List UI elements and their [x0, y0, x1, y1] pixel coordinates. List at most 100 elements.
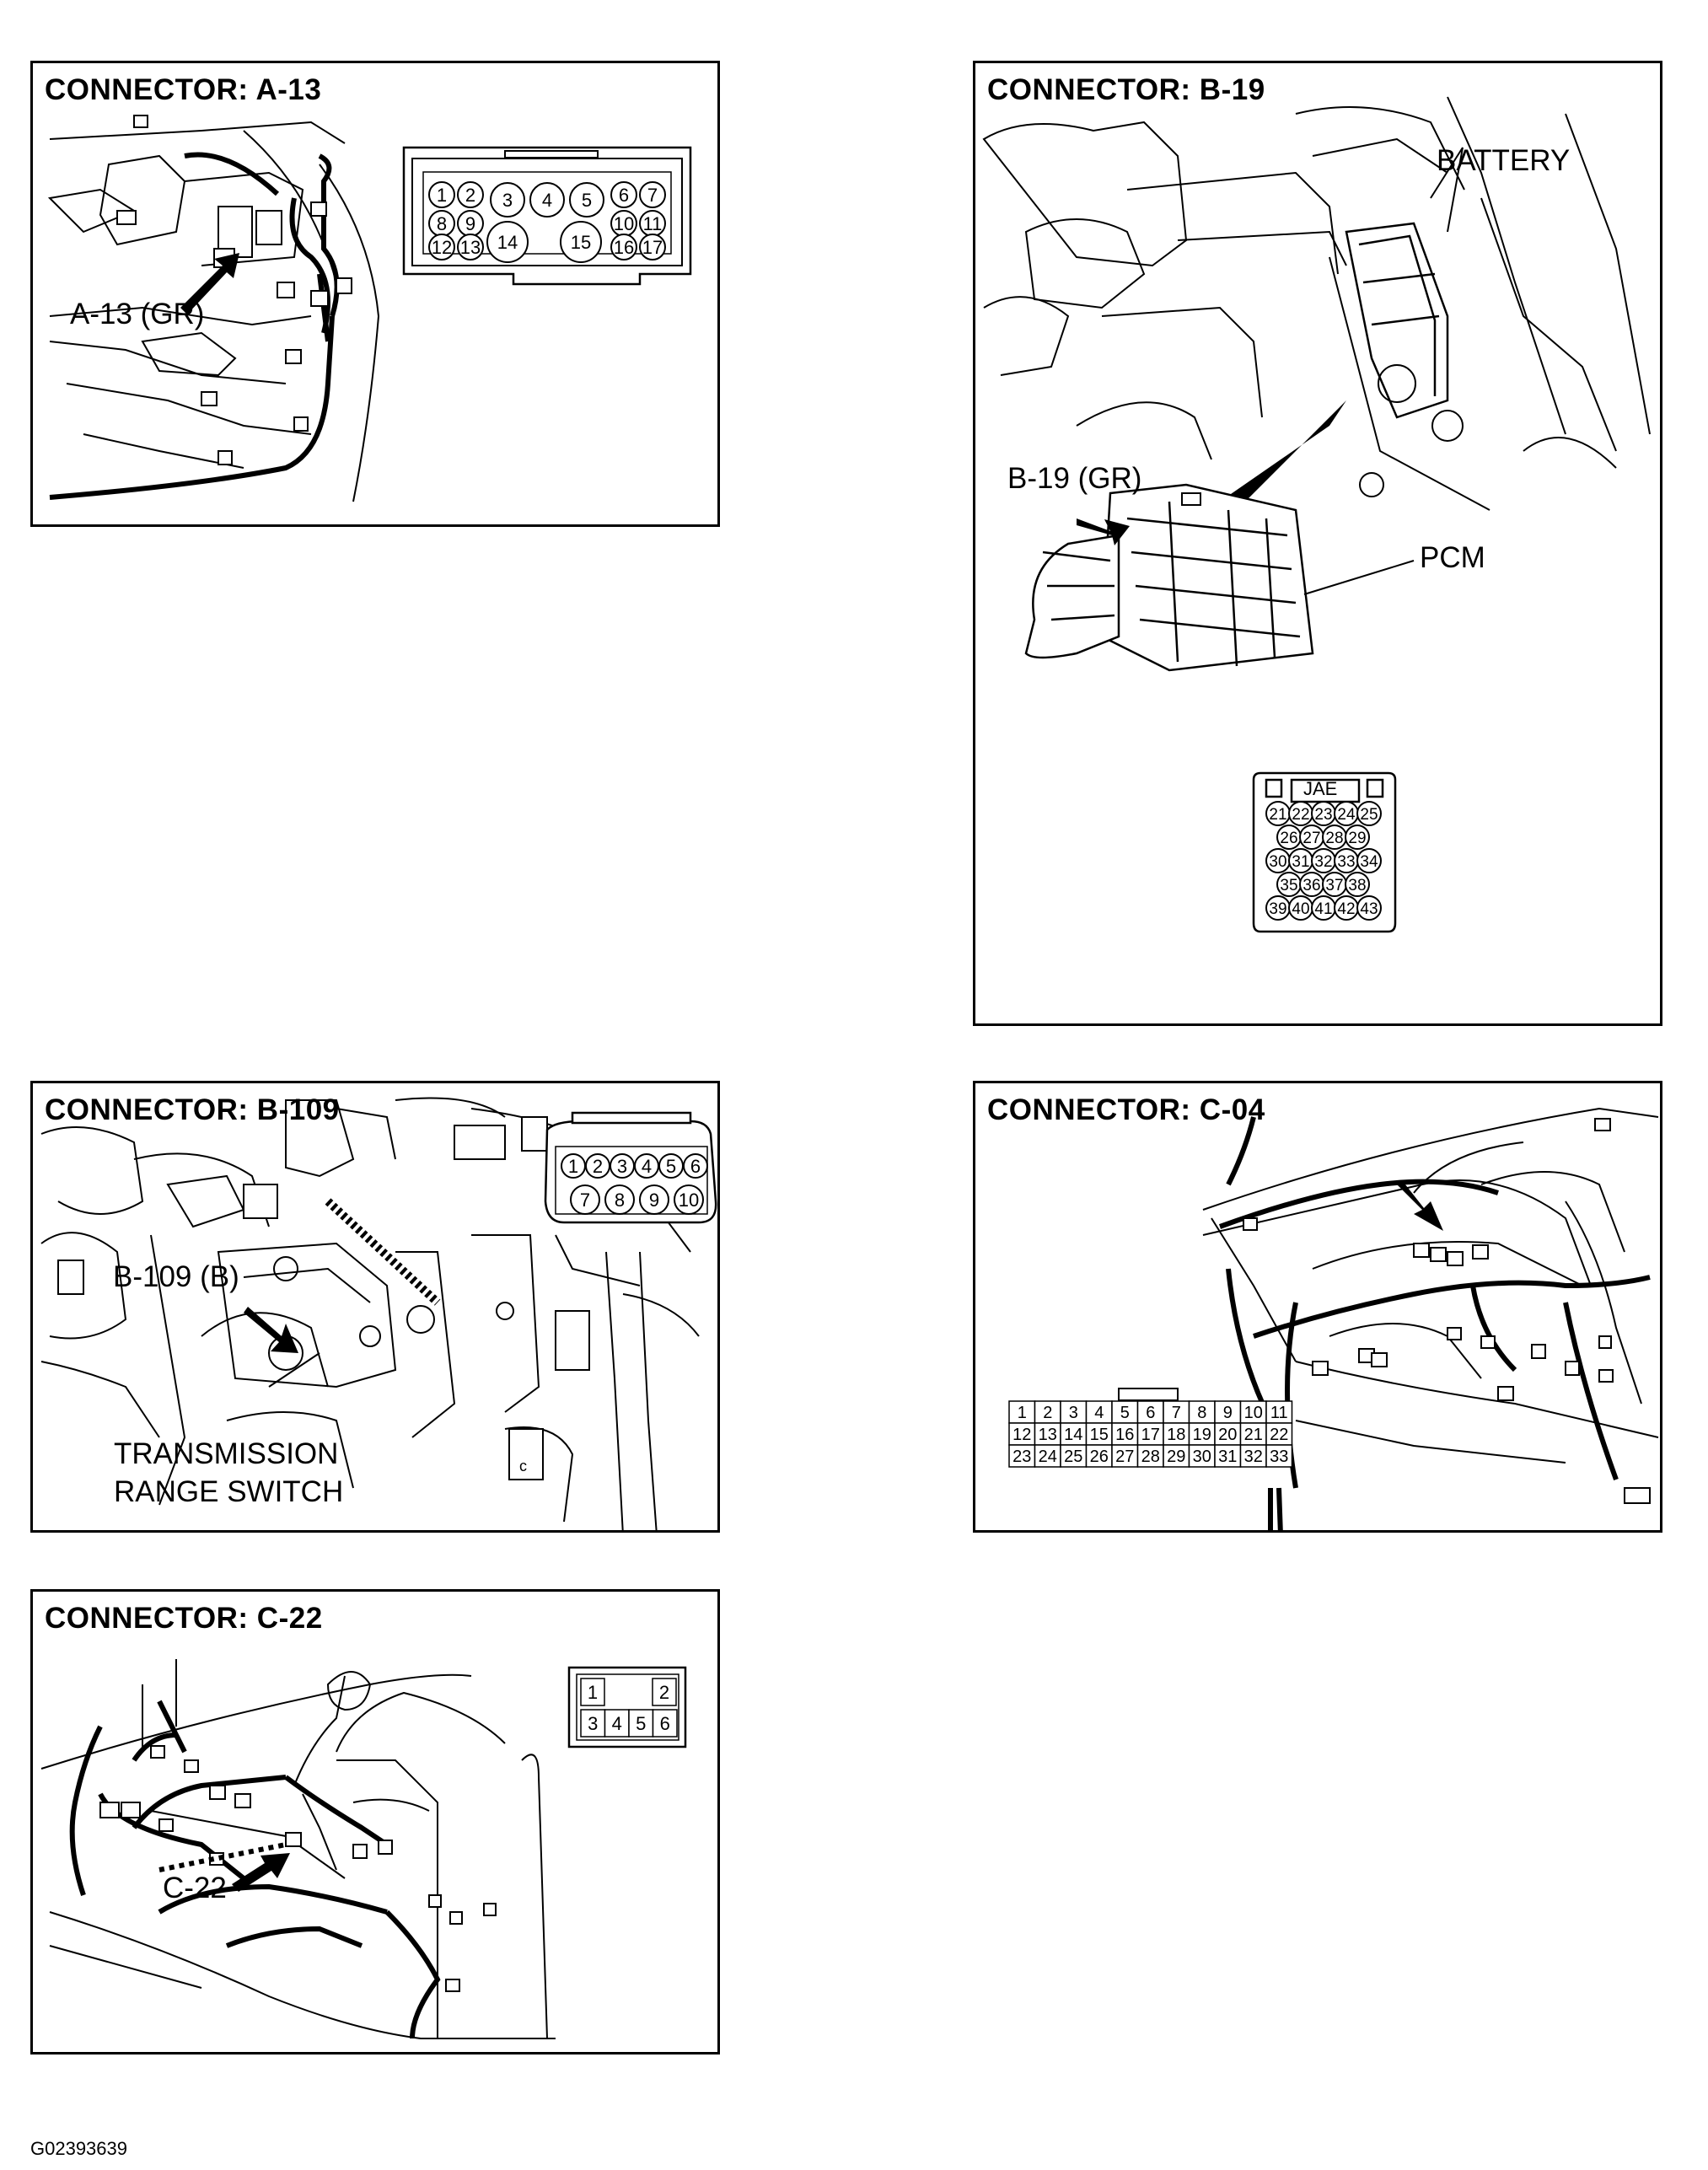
connector-pin: 33	[1334, 848, 1359, 873]
connector-pin: 2	[585, 1153, 610, 1179]
connector-pin: 3	[610, 1153, 635, 1179]
connector-pin: 22	[1265, 1422, 1293, 1446]
svg-text:1: 1	[588, 1682, 598, 1703]
connector-pin: 11	[639, 210, 666, 237]
svg-text:16: 16	[614, 237, 634, 258]
connector-pin: 7	[570, 1184, 600, 1215]
connector-pin: 17	[1136, 1422, 1164, 1446]
location-arrow	[1077, 518, 1130, 545]
connector-pin: 27	[1299, 824, 1324, 850]
connector-maker-label: JAE	[1303, 778, 1338, 799]
connector-pin: 1	[428, 181, 455, 208]
connector-pin: 29	[1163, 1444, 1190, 1468]
connector-pin: 9	[1214, 1400, 1242, 1424]
svg-text:26: 26	[1280, 830, 1297, 847]
connector-pin: 27	[1111, 1444, 1139, 1468]
connector-pin: 31	[1288, 848, 1313, 873]
connector-pin: 24	[1334, 801, 1359, 826]
svg-text:27: 27	[1115, 1448, 1134, 1466]
connector-pin: 9	[639, 1184, 669, 1215]
connector-pin: 9	[457, 210, 484, 237]
panel-connector-a13: CONNECTOR: A-13	[30, 61, 720, 527]
panel-title: CONNECTOR: B-109	[45, 1093, 340, 1126]
svg-text:29: 29	[1348, 830, 1366, 847]
panel-connector-c22: CONNECTOR: C-22	[30, 1589, 720, 2055]
pcm-label: PCM	[1420, 541, 1485, 574]
location-label: A-13 (GR)	[70, 298, 205, 330]
connector-pin: 29	[1345, 824, 1370, 850]
svg-text:15: 15	[571, 232, 591, 253]
connector-pin: 25	[1356, 801, 1382, 826]
connector-pin: 5	[658, 1153, 684, 1179]
connector-pin: 41	[1311, 895, 1336, 921]
connector-pin: 1	[580, 1678, 605, 1706]
svg-text:9: 9	[1223, 1404, 1233, 1422]
svg-text:5: 5	[666, 1156, 676, 1177]
svg-text:23: 23	[1314, 806, 1332, 824]
svg-text:14: 14	[497, 232, 518, 253]
connector-pin: 19	[1188, 1422, 1216, 1446]
connector-pin: 20	[1214, 1422, 1242, 1446]
svg-text:32: 32	[1314, 853, 1332, 871]
svg-text:9: 9	[465, 213, 475, 234]
svg-text:6: 6	[619, 185, 629, 206]
svg-text:40: 40	[1292, 900, 1309, 918]
svg-text:17: 17	[1141, 1426, 1160, 1444]
connector-pin: 16	[610, 234, 637, 261]
svg-text:7: 7	[580, 1190, 590, 1211]
connector-pin: 37	[1322, 872, 1347, 897]
svg-text:26: 26	[1090, 1448, 1109, 1466]
connector-pin: 10	[610, 210, 637, 237]
connector-pin: 6	[683, 1153, 708, 1179]
switch-label-line2: RANGE SWITCH	[114, 1475, 344, 1508]
svg-text:10: 10	[679, 1190, 699, 1211]
svg-text:1: 1	[1018, 1404, 1027, 1422]
svg-text:2: 2	[1043, 1404, 1052, 1422]
svg-text:8: 8	[437, 213, 447, 234]
svg-text:32: 32	[1244, 1448, 1263, 1466]
connector-pin: 3	[580, 1709, 606, 1738]
connector-pin: 13	[1034, 1422, 1061, 1446]
svg-text:29: 29	[1167, 1448, 1185, 1466]
svg-text:43: 43	[1360, 900, 1378, 918]
svg-text:35: 35	[1280, 877, 1297, 894]
connector-pin: 6	[1136, 1400, 1164, 1424]
connector-pin: 2	[652, 1678, 677, 1706]
svg-text:24: 24	[1039, 1448, 1057, 1466]
connector-pin: 3	[490, 182, 525, 218]
c04-connector-face	[1118, 1388, 1179, 1401]
connector-pin: 5	[569, 182, 604, 218]
connector-pin: 30	[1265, 848, 1291, 873]
connector-pin: 40	[1288, 895, 1313, 921]
svg-text:12: 12	[432, 237, 452, 258]
connector-pin: 6	[652, 1709, 678, 1738]
connector-pin: 28	[1322, 824, 1347, 850]
svg-text:5: 5	[1120, 1404, 1130, 1422]
panel-title: CONNECTOR: B-19	[987, 73, 1265, 106]
connector-pin: 1	[561, 1153, 586, 1179]
svg-text:11: 11	[1270, 1404, 1288, 1422]
svg-text:31: 31	[1292, 853, 1309, 871]
svg-text:33: 33	[1270, 1448, 1288, 1466]
svg-text:2: 2	[465, 185, 475, 206]
connector-pin: 43	[1356, 895, 1382, 921]
connector-pin: 14	[486, 221, 529, 263]
pcm-upper	[1345, 222, 1449, 419]
connector-pin: 4	[604, 1709, 630, 1738]
connector-pin: 16	[1111, 1422, 1139, 1446]
connector-pin: 26	[1276, 824, 1302, 850]
location-arrow	[244, 1307, 298, 1353]
connector-pin: 1	[1008, 1400, 1036, 1424]
connector-pin: 30	[1188, 1444, 1216, 1468]
svg-text:31: 31	[1218, 1448, 1237, 1466]
svg-text:22: 22	[1292, 806, 1309, 824]
connector-pin: 12	[1008, 1422, 1036, 1446]
svg-text:24: 24	[1337, 806, 1356, 824]
svg-text:6: 6	[1146, 1404, 1155, 1422]
connector-pin: 32	[1239, 1444, 1267, 1468]
svg-text:34: 34	[1360, 853, 1378, 871]
switch-label-line1: TRANSMISSION	[114, 1437, 339, 1470]
